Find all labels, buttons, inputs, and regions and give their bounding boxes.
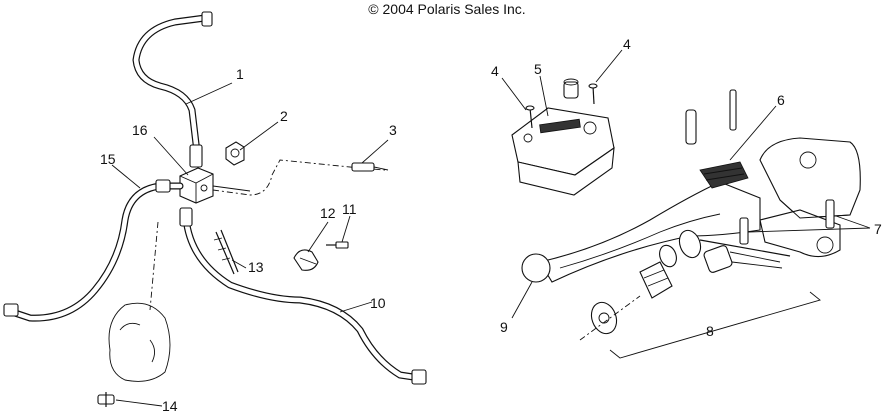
callout-labels: 1 2 3 4 4 5 6 7 8 9 10 11 12 13 14 15 16: [100, 36, 882, 412]
callout-10: 10: [370, 295, 386, 311]
reservoir-cover: [511, 107, 615, 196]
brake-light-switch: [293, 249, 319, 271]
callout-3: 3: [389, 122, 397, 138]
callout-7: 7: [874, 221, 882, 237]
callout-12: 12: [320, 205, 336, 221]
callout-9: 9: [500, 319, 508, 335]
callout-15: 15: [100, 151, 116, 167]
callout-5: 5: [534, 61, 542, 77]
leader-lines: [111, 49, 871, 407]
brake-line-15: [3, 179, 184, 322]
piston-kit: [579, 229, 791, 341]
reservoir-plug: [563, 78, 579, 99]
callout-16: 16: [132, 122, 148, 138]
banjo-bolt: [225, 141, 245, 166]
brake-lever: [521, 161, 761, 283]
caliper-outline: [108, 302, 171, 382]
junction-block: [179, 167, 214, 204]
callout-13: 13: [248, 259, 264, 275]
brake-line-3: [212, 159, 389, 196]
kit-bracket: [609, 291, 821, 359]
callout-2: 2: [280, 108, 288, 124]
master-cylinder-body: [759, 137, 861, 258]
cover-screw: [588, 83, 598, 105]
callout-4b: 4: [623, 36, 631, 52]
hose-fitting: [189, 144, 203, 168]
copyright-notice: © 2004 Polaris Sales Inc.: [368, 1, 526, 17]
brake-line-1: [132, 11, 213, 168]
callout-8: 8: [706, 323, 714, 339]
callout-11: 11: [342, 201, 357, 217]
bleeder-screw: [97, 392, 115, 407]
pivot-pin: [685, 89, 737, 145]
switch-screw: [326, 241, 349, 249]
clamp-bolt: [739, 199, 835, 245]
hose-fitting: [201, 11, 213, 27]
callout-1: 1: [236, 66, 244, 82]
hose-clip: [213, 229, 239, 275]
callout-4a: 4: [491, 63, 499, 79]
brake-line-10: [179, 207, 427, 385]
callout-6: 6: [777, 92, 785, 108]
routing-line: [149, 221, 159, 311]
callout-14: 14: [162, 398, 178, 412]
cover-screw: [525, 105, 535, 129]
